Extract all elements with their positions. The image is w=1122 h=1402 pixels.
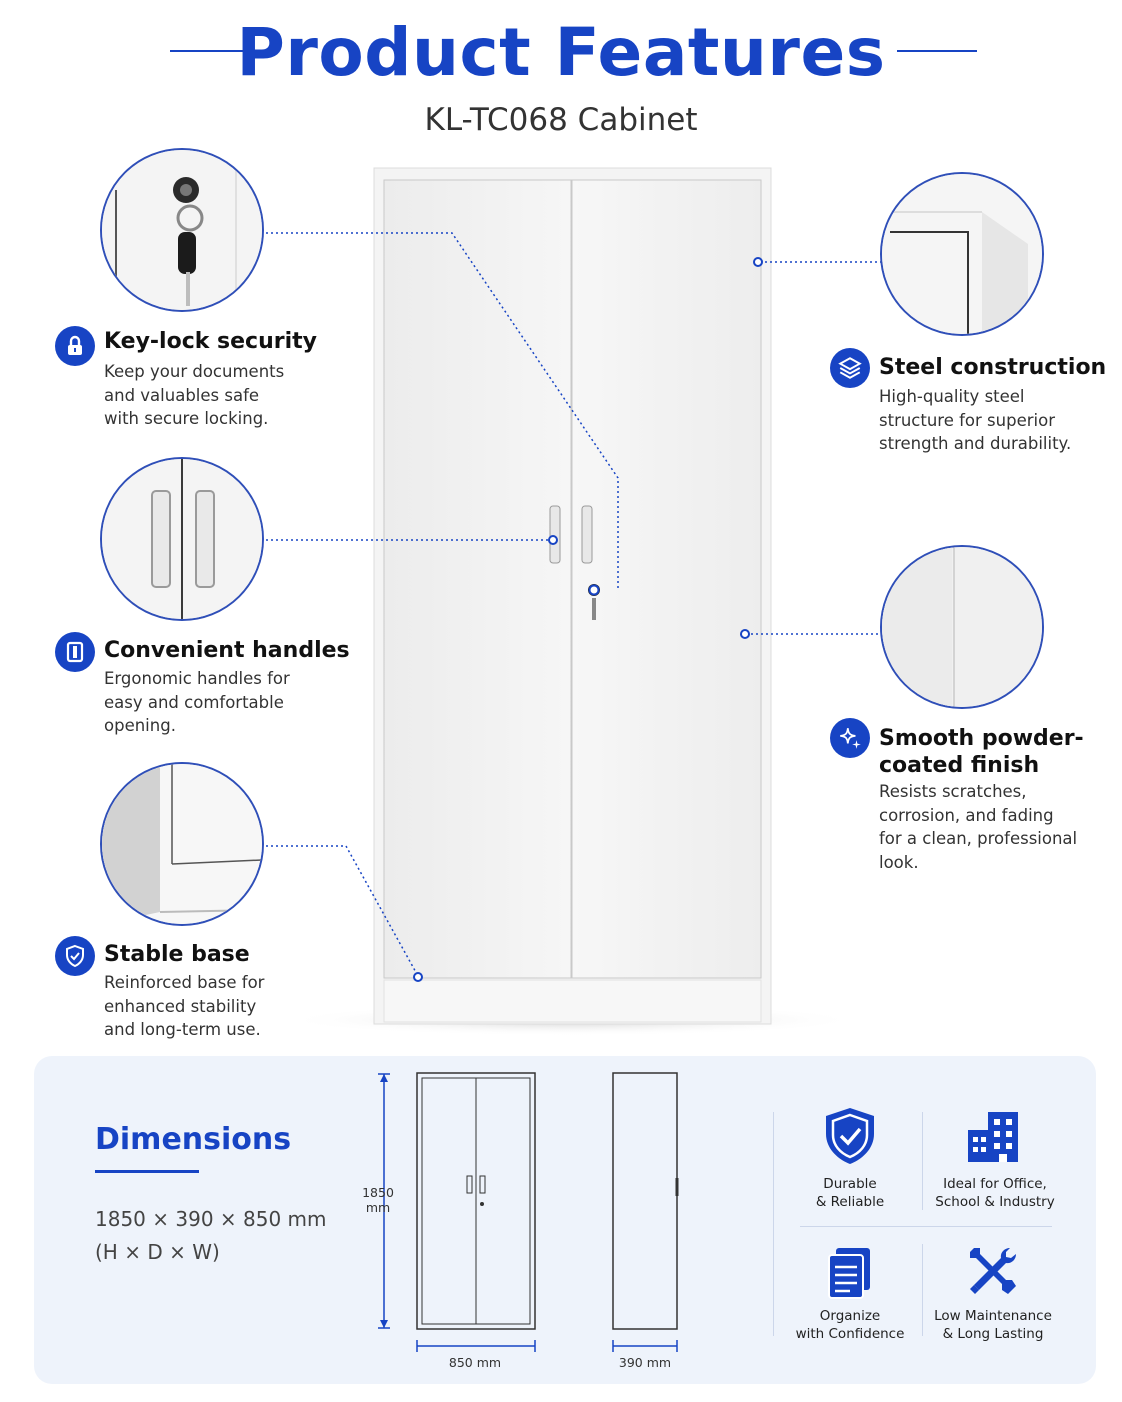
layers-icon xyxy=(830,348,870,388)
dimensions-title: Dimensions xyxy=(95,1122,292,1157)
handles-title: Convenient handles xyxy=(104,638,350,663)
documents-icon xyxy=(826,1246,874,1300)
title-rule-left xyxy=(170,50,250,52)
handles-closeup xyxy=(100,457,264,621)
benefits-divider-mid-top xyxy=(922,1112,923,1210)
dimensions-axes: (H × D × W) xyxy=(95,1240,220,1264)
tools-icon xyxy=(966,1244,1020,1298)
handle-icon xyxy=(55,632,95,672)
steel-closeup xyxy=(880,172,1044,336)
dimension-drawing xyxy=(378,1072,679,1352)
finish-closeup xyxy=(880,545,1044,709)
width-label: 850 mm xyxy=(448,1355,502,1370)
benefits-divider-mid-bottom xyxy=(922,1244,923,1336)
benefit-durable-label: Durable & Reliable xyxy=(815,1176,885,1210)
cabinet-illustration xyxy=(266,167,882,1036)
sparkle-icon xyxy=(830,718,870,758)
keylock-description: Keep your documents and valuables safe w… xyxy=(104,362,285,428)
keylock-closeup xyxy=(100,148,264,312)
page-title: Product Features xyxy=(236,14,886,91)
benefit-organize-label: Organize with Confidence xyxy=(795,1308,905,1342)
page-subtitle: KL-TC068 Cabinet xyxy=(424,102,698,138)
base-closeup xyxy=(100,762,264,926)
benefits-divider-left xyxy=(773,1112,774,1336)
dimensions-panel xyxy=(34,1056,1096,1384)
benefit-ideal-label: Ideal for Office, School & Industry xyxy=(935,1176,1055,1210)
finish-description: Resists scratches, corrosion, and fading… xyxy=(879,782,1078,872)
finish-title: Smooth powder- coated finish xyxy=(879,726,1084,778)
keylock-title: Key-lock security xyxy=(104,329,318,354)
base-title: Stable base xyxy=(104,942,250,967)
handles-description: Ergonomic handles for easy and comfortab… xyxy=(104,669,290,735)
depth-label: 390 mm xyxy=(618,1355,672,1370)
buildings-icon xyxy=(966,1110,1022,1164)
steel-description: High-quality steel structure for superio… xyxy=(879,387,1072,453)
benefit-maintenance-label: Low Maintenance & Long Lasting xyxy=(934,1308,1052,1342)
height-label: 1850 mm xyxy=(362,1185,394,1215)
shield-check-icon xyxy=(55,936,95,976)
dimensions-underline xyxy=(95,1170,199,1173)
title-rule-right xyxy=(897,50,977,52)
steel-title: Steel construction xyxy=(879,355,1107,380)
shield-check-icon xyxy=(823,1106,877,1166)
lock-icon xyxy=(55,326,95,366)
dimensions-size: 1850 × 390 × 850 mm xyxy=(95,1207,327,1231)
base-description: Reinforced base for enhanced stability a… xyxy=(104,973,265,1039)
benefits-divider-horizontal xyxy=(800,1226,1052,1227)
